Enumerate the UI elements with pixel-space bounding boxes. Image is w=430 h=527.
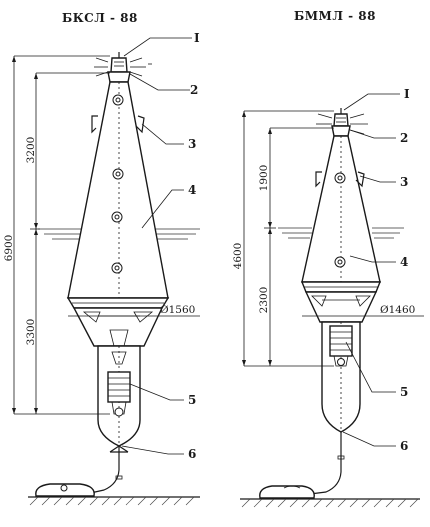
dimensions-right: 4600 1900 2300 Ø1460 (232, 110, 424, 367)
diagram-title-left: БКСЛ - 88 (62, 11, 138, 25)
light-rays-left (94, 57, 152, 77)
buoy-right: БММЛ - 88 (232, 9, 424, 508)
callout-4-left: 4 (188, 183, 196, 197)
callout-6-left: 6 (188, 447, 196, 461)
callouts-left: I 2 3 4 5 6 (121, 31, 200, 461)
lifting-lugs-right (315, 171, 365, 188)
mooring-left (28, 445, 200, 506)
float-skirt-right (300, 281, 382, 323)
callout-5-left: 5 (188, 393, 196, 407)
callout-1-left: I (194, 31, 200, 45)
dim-upper-left: 3200 (25, 137, 37, 164)
dim-total-right: 4600 (232, 243, 244, 270)
mooring-right (240, 432, 420, 508)
callout-1-right: I (404, 87, 410, 101)
dimensions-left: 6900 3200 3300 Ø1560 (3, 55, 200, 415)
float-skirt-left (66, 297, 170, 347)
callout-2-right: 2 (400, 131, 408, 145)
dim-lower-right: 2300 (258, 287, 270, 314)
callout-3-right: 3 (400, 175, 408, 189)
ballast-tube-left (97, 345, 141, 447)
dim-lower-left: 3300 (25, 319, 37, 346)
water-surface-right (278, 227, 404, 239)
dim-diameter-right: Ø1460 (380, 304, 415, 316)
dim-diameter-left: Ø1560 (160, 304, 195, 316)
callout-3-left: 3 (188, 137, 196, 151)
lantern-right (331, 108, 351, 137)
buoy-left: БКСЛ - 88 (3, 11, 200, 506)
lantern-left (107, 52, 131, 83)
diagram-title-right: БММЛ - 88 (294, 9, 376, 23)
callouts-right: I 2 3 4 5 6 (342, 87, 410, 453)
callout-4-right: 4 (400, 255, 408, 269)
dim-total-left: 6900 (3, 235, 15, 262)
callout-6-right: 6 (400, 439, 408, 453)
dim-upper-right: 1900 (258, 165, 270, 192)
callout-2-left: 2 (190, 83, 198, 97)
buoy-hull-right (301, 135, 381, 283)
ballast-tube-right (321, 321, 361, 433)
callout-5-right: 5 (400, 385, 408, 399)
buoy-hull-left (67, 81, 169, 299)
